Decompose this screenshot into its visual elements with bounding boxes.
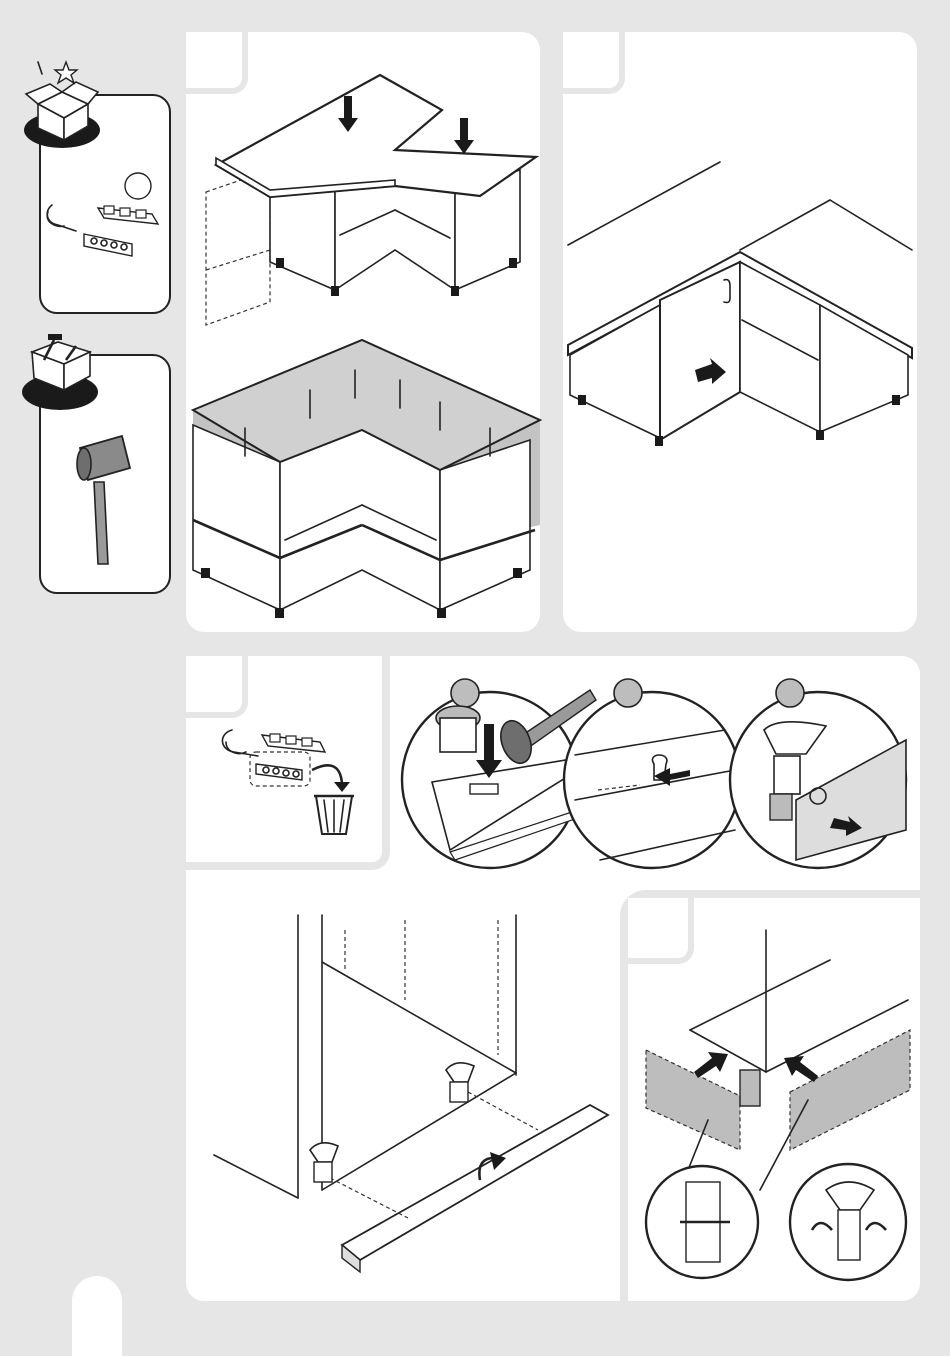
- step-panel-worktop: [186, 32, 540, 632]
- tools-panel: [39, 354, 171, 594]
- discard-box-frame: [186, 656, 390, 870]
- parts-panel: [39, 94, 171, 314]
- step-panel-door: [563, 32, 917, 632]
- step-number-tab: [628, 898, 694, 964]
- page-number-tab: [72, 1276, 122, 1356]
- step-number-tab: [563, 32, 625, 94]
- step-number-tab: [186, 32, 248, 94]
